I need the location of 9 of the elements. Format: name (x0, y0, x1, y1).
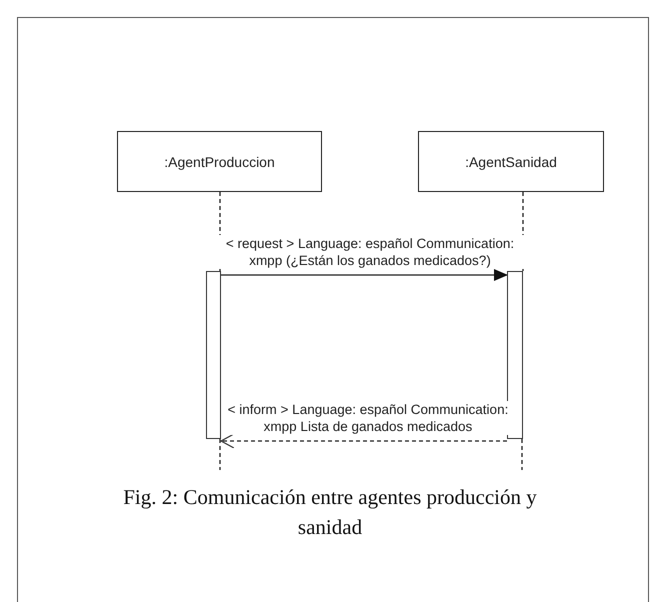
lifeline (219, 439, 221, 470)
figure-caption: Fig. 2: Comunicación entre agentes producción y sanidad (122, 484, 538, 541)
lifeline-head-box: :AgentProduccion (117, 131, 322, 192)
activation-bar (206, 271, 221, 439)
lifeline-head-box: :AgentSanidad (418, 131, 604, 192)
lifeline (521, 439, 523, 470)
message-arrow (221, 269, 508, 281)
reply-message-arrow (220, 433, 507, 449)
activation-bar (507, 271, 523, 439)
